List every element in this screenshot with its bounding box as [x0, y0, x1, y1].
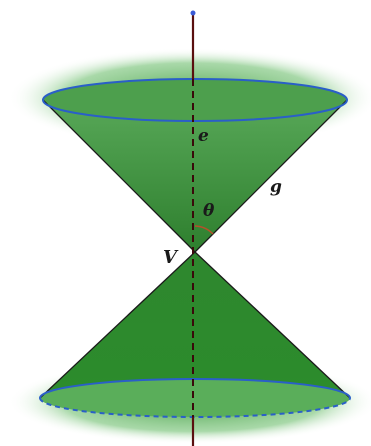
angle-arc: [194, 225, 214, 235]
upper-rim-top-edge: [42, 78, 348, 101]
upper-rim-front: [42, 99, 348, 122]
lower-nappe: [40, 252, 350, 398]
lower-rim-front: [39, 397, 351, 418]
generatrix-label: g: [270, 177, 282, 197]
vertex-label: V: [163, 247, 179, 268]
lower-rim-back: [39, 378, 351, 399]
generatrix-line-upper-right: [194, 99, 348, 253]
upper-base-fill: [43, 79, 347, 121]
generatrix-line-upper-left: [42, 99, 196, 253]
axis-label: e: [198, 126, 209, 146]
angle-label: θ: [203, 201, 215, 221]
lower-base-fill: [40, 379, 350, 417]
axis-end-point: [190, 10, 196, 16]
generatrix-line-lower-left: [39, 251, 196, 399]
generatrix-line-lower-right: [194, 251, 351, 399]
upper-nappe: [43, 100, 347, 252]
